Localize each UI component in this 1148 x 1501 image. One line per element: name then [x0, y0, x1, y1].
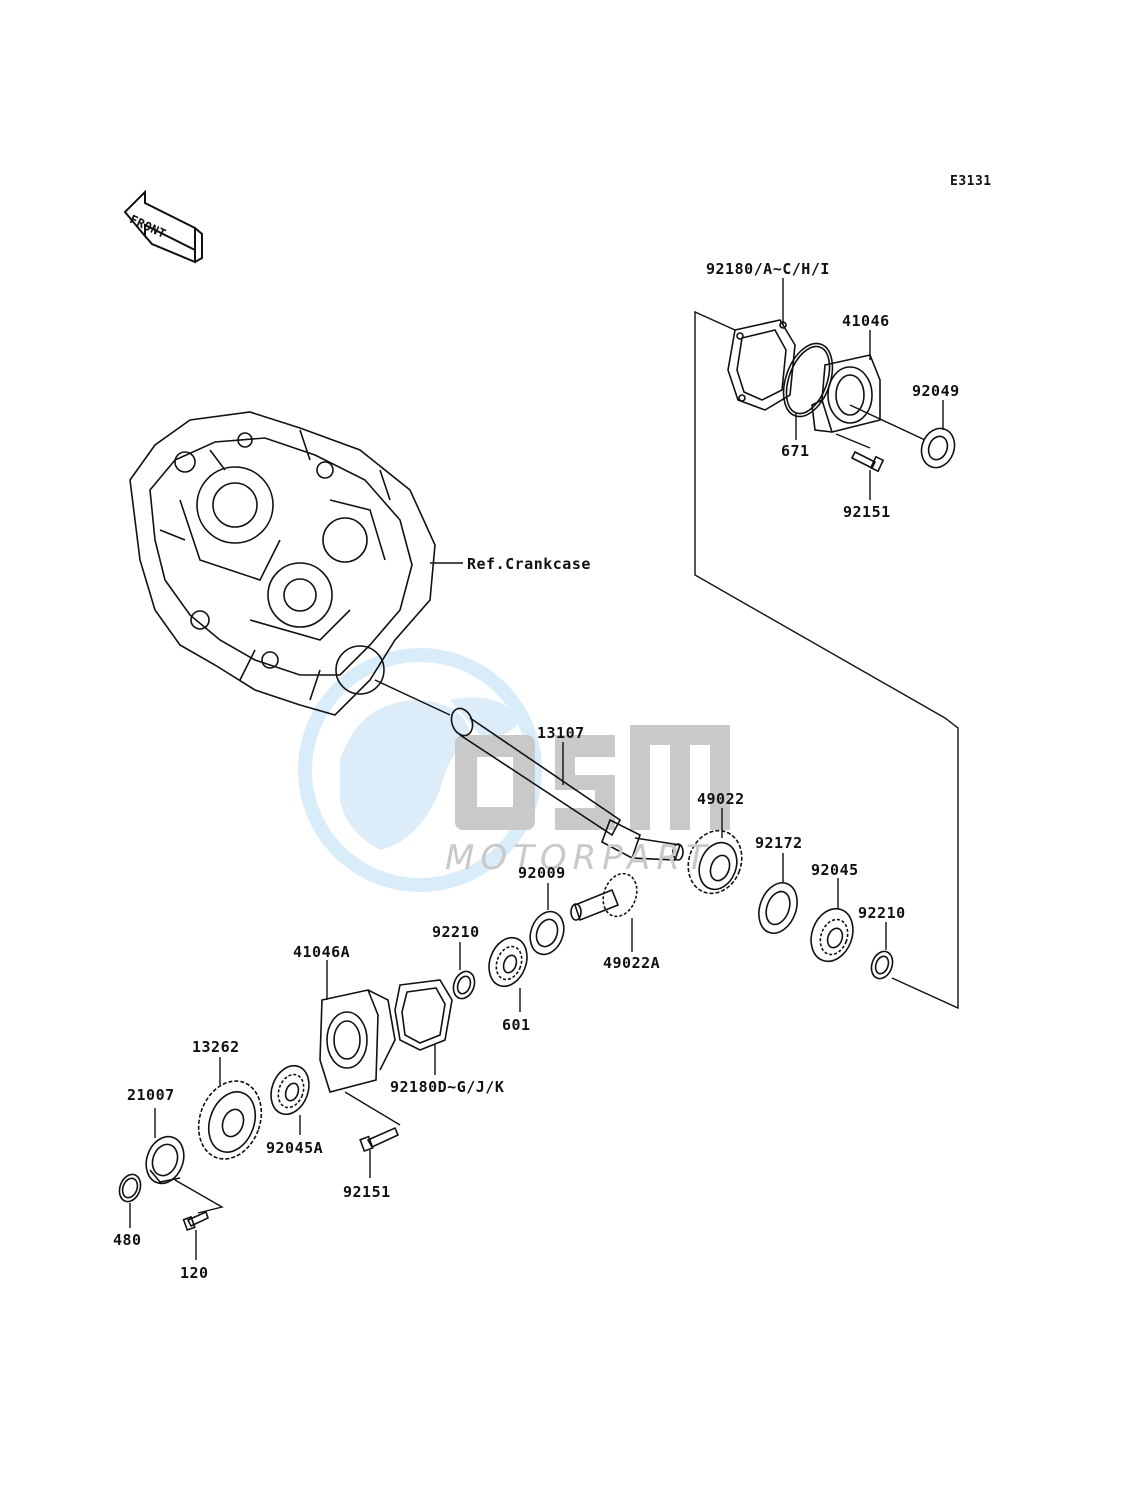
label-92009: 92009 — [518, 864, 566, 882]
watermark-sub: MOTORPART — [445, 838, 713, 878]
gear-49022A-shape — [570, 872, 638, 922]
gasket-rear-shape — [394, 979, 453, 1051]
label-49022A: 49022A — [603, 954, 661, 972]
oil-seal-92049-shape — [920, 427, 956, 469]
label-92180-rear: 92180D~G/J/K — [390, 1078, 505, 1096]
label-13262: 13262 — [192, 1038, 240, 1056]
label-480: 480 — [113, 1231, 142, 1249]
leader-holder-screw — [174, 1179, 224, 1214]
crankcase-illustration — [129, 411, 436, 716]
label-92045: 92045 — [811, 861, 859, 879]
cover-41046-shape — [811, 354, 881, 433]
bolt-front-shape — [850, 450, 885, 473]
label-92151-rear: 92151 — [343, 1183, 391, 1201]
bearing-601-shape — [488, 936, 528, 988]
bearing-92045A-shape — [270, 1064, 310, 1116]
diagram-code: E3131 — [950, 174, 992, 189]
group-bracket — [374, 310, 959, 1010]
shaft-13107-shape — [450, 707, 684, 861]
bolt-rear-shape — [359, 1126, 400, 1153]
label-671: 671 — [781, 442, 810, 460]
label-92210-right: 92210 — [858, 904, 906, 922]
circlip-mid-shape — [452, 970, 476, 1000]
label-92180-front: 92180/A~C/H/I — [706, 260, 830, 278]
bearing-92045-shape — [810, 907, 854, 963]
label-92045A: 92045A — [266, 1139, 324, 1157]
leader-cover-seal — [849, 404, 926, 441]
watermark-logo — [455, 725, 730, 830]
gasket-front-shape — [727, 319, 796, 411]
reference-crankcase-label: Ref.Crankcase — [467, 555, 591, 573]
label-41046A: 41046A — [293, 943, 351, 961]
screw-120-shape — [182, 1210, 209, 1232]
label-92049: 92049 — [912, 382, 960, 400]
label-21007: 21007 — [127, 1086, 175, 1104]
ring-480-shape — [118, 1173, 142, 1203]
gear-49022-shape — [687, 829, 743, 895]
leader-bolt-rear-a — [344, 1091, 401, 1126]
label-601: 601 — [502, 1016, 531, 1034]
gear-13262-shape — [197, 1080, 263, 1160]
holder-21007-shape — [145, 1135, 185, 1185]
leader-bolt-front-a — [835, 433, 871, 449]
label-92151-front: 92151 — [843, 503, 891, 521]
label-41046: 41046 — [842, 312, 890, 330]
label-13107: 13107 — [537, 724, 585, 742]
circlip-right-shape — [870, 950, 894, 980]
label-92172: 92172 — [755, 834, 803, 852]
front-arrow-shape — [123, 189, 203, 264]
label-120: 120 — [180, 1264, 209, 1282]
shim-92009-shape — [529, 910, 565, 956]
label-92210-mid: 92210 — [432, 923, 480, 941]
cover-41046A-shape — [319, 989, 396, 1093]
label-49022: 49022 — [697, 790, 745, 808]
shim-92172-shape — [758, 882, 798, 934]
